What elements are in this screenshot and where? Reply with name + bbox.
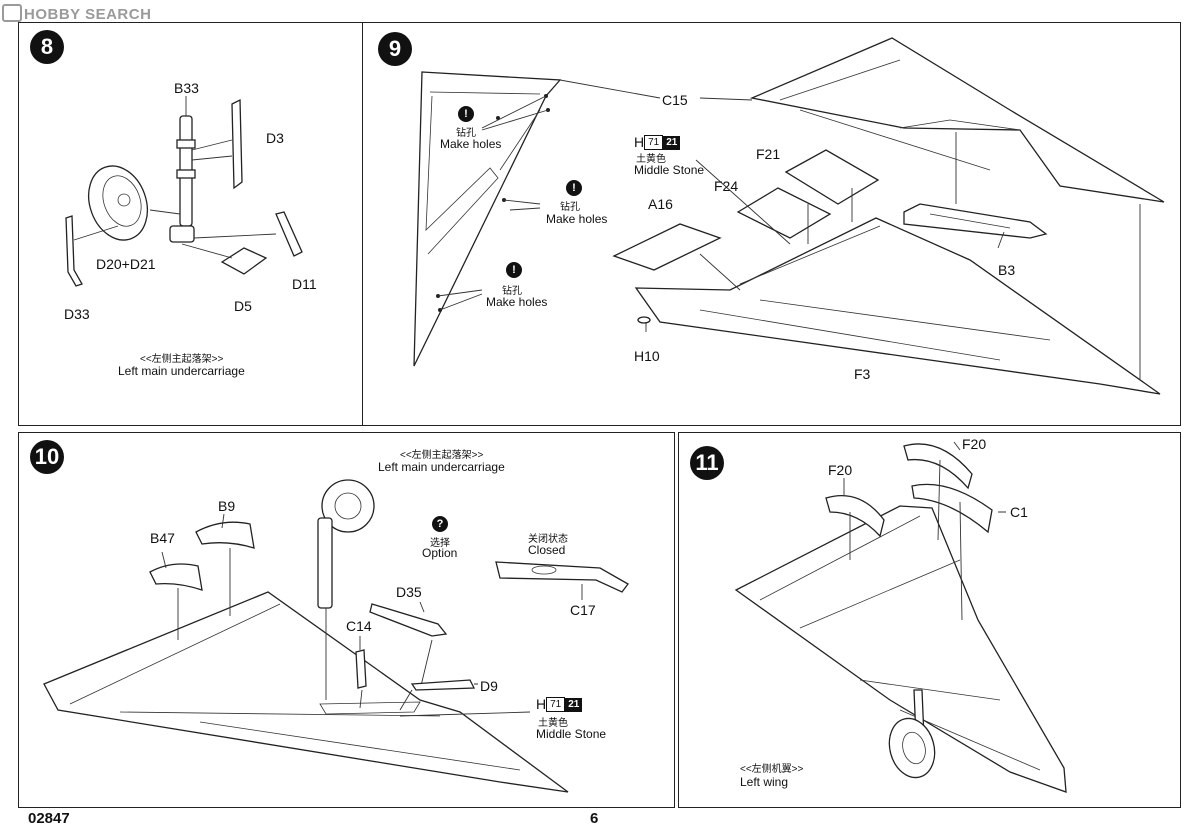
part-label-d3: D3 (266, 130, 284, 146)
caption-cn: <<左侧机翼>> (740, 764, 804, 775)
part-d33 (65, 215, 83, 287)
caption-en: Left wing (740, 775, 789, 789)
step-11-number: 11 (690, 446, 724, 480)
paint-cn: 土黄色 (636, 154, 666, 165)
watermark-logo-icon (2, 4, 22, 22)
drill-info-icon: ! (506, 262, 522, 278)
part-c14 (355, 649, 367, 689)
caption-cn: <<左侧主起落架>> (140, 354, 224, 365)
part-label-d9: D9 (480, 678, 498, 694)
option-help-icon: ? (432, 516, 448, 532)
wheel (321, 479, 375, 533)
panel-a16 (612, 223, 722, 271)
part-label-f20-left: F20 (828, 462, 853, 478)
part-label-d5: D5 (234, 298, 252, 314)
part-label-c1: C1 (1010, 504, 1028, 520)
option-en: Option (422, 546, 458, 560)
paint-en: Middle Stone (634, 163, 705, 177)
step10-drawing (43, 479, 629, 793)
door-c1 (911, 483, 993, 534)
part-label-f24: F24 (714, 178, 739, 194)
part-label-c14: C14 (346, 618, 372, 634)
part-label-h10: H10 (634, 348, 660, 364)
drill-info-icon: ! (458, 106, 474, 122)
caption-en: Left main undercarriage (378, 460, 505, 474)
part-label-b47: B47 (150, 530, 175, 546)
door-b9 (195, 521, 255, 549)
step-9-number: 9 (378, 32, 412, 66)
strut (317, 517, 333, 609)
drill-cn-2: 钻孔 (560, 202, 580, 213)
product-code: 02847 (28, 810, 70, 827)
wing-complete (734, 505, 1067, 793)
part-label-d33: D33 (64, 306, 90, 322)
part-d9 (410, 679, 476, 691)
part-label-a16: A16 (648, 196, 673, 212)
part-label-d11: D11 (292, 276, 317, 292)
drill-en-1: Make holes (440, 137, 502, 151)
drill-en-3: Make holes (486, 295, 548, 309)
closed-cn: 关闭状态 (528, 534, 568, 545)
door-f20-b (903, 443, 973, 490)
part-label-d20-d21: D20+D21 (96, 256, 156, 272)
part-label-f3: F3 (854, 366, 871, 382)
panel-f24 (736, 187, 832, 239)
step-10-number: 10 (30, 440, 64, 474)
paint-cn: 土黄色 (538, 718, 568, 729)
part-d35 (369, 603, 448, 637)
drill-en-2: Make holes (546, 212, 608, 226)
panel-b3 (903, 203, 1048, 239)
caption-en: Left main undercarriage (118, 364, 245, 378)
part-label-b3: B3 (998, 262, 1016, 278)
caption-cn: <<左侧主起落架>> (400, 450, 484, 461)
closed-en: Closed (528, 543, 566, 557)
step-8-number: 8 (30, 30, 64, 64)
drill-info-icon: ! (566, 180, 582, 196)
part-label-f20-top: F20 (962, 436, 987, 452)
door-b47 (149, 563, 203, 591)
step8-drawing (65, 96, 303, 287)
part-c17 (495, 561, 629, 593)
panel-f21 (784, 149, 880, 205)
page-number: 6 (590, 810, 599, 827)
part-label-c17: C17 (570, 602, 596, 618)
drill-cn-1: 钻孔 (456, 128, 476, 139)
part-d11 (275, 211, 303, 257)
upper-wing-c15 (749, 37, 1165, 203)
wing-inner-panel (413, 71, 562, 367)
step11-drawing (734, 441, 1067, 793)
door-d3 (231, 98, 243, 190)
paint-en: Middle Stone (536, 727, 607, 741)
wing-assembly (43, 591, 569, 793)
lower-wing-f3 (634, 217, 1161, 395)
watermark: HOBBY SEARCH (2, 4, 151, 23)
part-d5 (220, 247, 268, 275)
option-cn: 选择 (430, 538, 450, 549)
part-label-b9: B9 (218, 498, 236, 514)
part-label-c15: C15 (662, 92, 688, 108)
part-label-b33: B33 (174, 80, 199, 96)
part-label-f21: F21 (756, 146, 781, 162)
part-h10 (637, 316, 651, 324)
gear-wheel (888, 717, 936, 779)
step9-drawing (413, 37, 1165, 395)
part-label-d35: D35 (396, 584, 422, 600)
drill-cn-3: 钻孔 (502, 286, 522, 297)
door-f20-a (825, 494, 885, 538)
